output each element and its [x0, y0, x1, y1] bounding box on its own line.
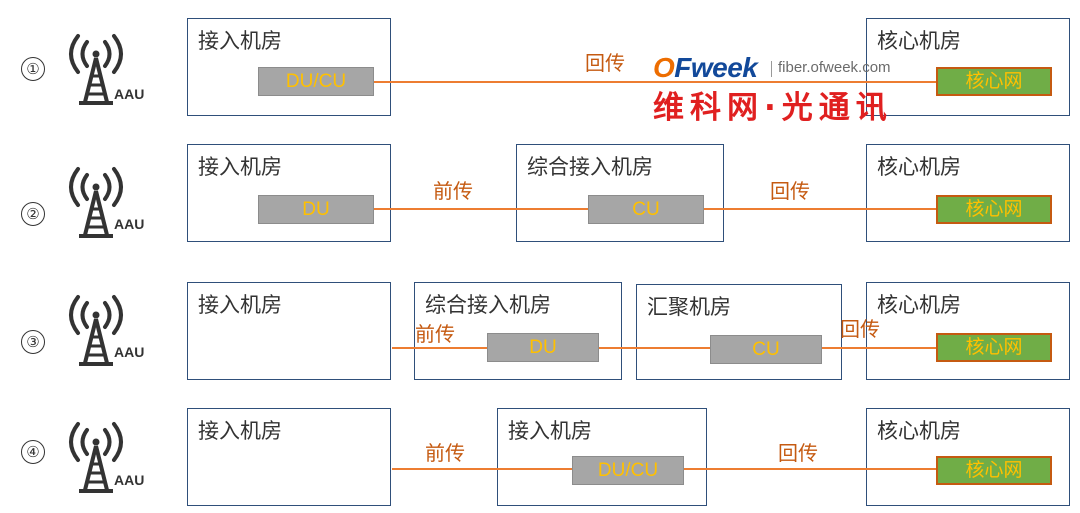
watermark-brand: OFweek	[653, 52, 758, 83]
box-title: 接入机房	[198, 155, 282, 179]
access-room-box: 接入机房	[187, 144, 391, 242]
core-room-box: 核心机房	[866, 282, 1070, 380]
box-title: 核心机房	[877, 29, 961, 53]
aau-label: AAU	[114, 472, 145, 488]
row-number: ④	[21, 440, 45, 464]
row-number: ②	[21, 202, 45, 226]
core-network-node: 核心网	[936, 67, 1052, 96]
box-title: 综合接入机房	[425, 293, 551, 317]
access-room-box: 接入机房	[187, 282, 391, 380]
watermark-site: fiber.ofweek.com	[778, 59, 891, 76]
backhaul-link	[372, 81, 938, 83]
backhaul-label: 回传	[770, 179, 810, 203]
backhaul-label: 回传	[585, 51, 625, 75]
core-network-node: 核心网	[936, 456, 1052, 485]
box-title: 接入机房	[198, 293, 282, 317]
fronthaul-link	[392, 347, 488, 349]
core-network-node: 核心网	[936, 195, 1052, 224]
du-cu-node: DU/CU	[258, 67, 374, 96]
fronthaul-label: 前传	[433, 179, 473, 203]
box-title: 综合接入机房	[527, 155, 653, 179]
access-room-box: 接入机房	[187, 408, 391, 506]
du-node: DU	[258, 195, 374, 224]
du-node: DU	[487, 333, 599, 362]
aggregation-room-box: 汇聚机房	[636, 284, 842, 380]
row-number: ①	[21, 57, 45, 81]
midhaul-link	[598, 347, 712, 349]
fronthaul-link	[372, 208, 590, 210]
backhaul-link	[683, 468, 938, 470]
box-title: 汇聚机房	[647, 295, 731, 319]
aau-label: AAU	[114, 344, 145, 360]
fronthaul-label: 前传	[415, 322, 455, 346]
box-title: 接入机房	[198, 419, 282, 443]
backhaul-label: 回传	[840, 317, 880, 341]
core-network-node: 核心网	[936, 333, 1052, 362]
box-title: 接入机房	[198, 29, 282, 53]
aau-label: AAU	[114, 216, 145, 232]
du-cu-node: DU/CU	[572, 456, 684, 485]
box-title: 核心机房	[877, 419, 961, 443]
box-title: 核心机房	[877, 293, 961, 317]
watermark-separator	[771, 61, 772, 77]
core-room-box: 核心机房	[866, 144, 1070, 242]
backhaul-link	[703, 208, 938, 210]
aau-label: AAU	[114, 86, 145, 102]
fronthaul-label: 前传	[425, 441, 465, 465]
cu-node: CU	[710, 335, 822, 364]
backhaul-link	[820, 347, 938, 349]
watermark-cn: 维科网·光通讯	[653, 90, 893, 126]
row-number: ③	[21, 330, 45, 354]
box-title: 核心机房	[877, 155, 961, 179]
box-title: 接入机房	[508, 419, 592, 443]
integrated-access-room-box: 综合接入机房	[414, 282, 622, 380]
fronthaul-link	[392, 468, 574, 470]
backhaul-label: 回传	[778, 441, 818, 465]
integrated-access-room-box: 综合接入机房	[516, 144, 724, 242]
cu-node: CU	[588, 195, 704, 224]
